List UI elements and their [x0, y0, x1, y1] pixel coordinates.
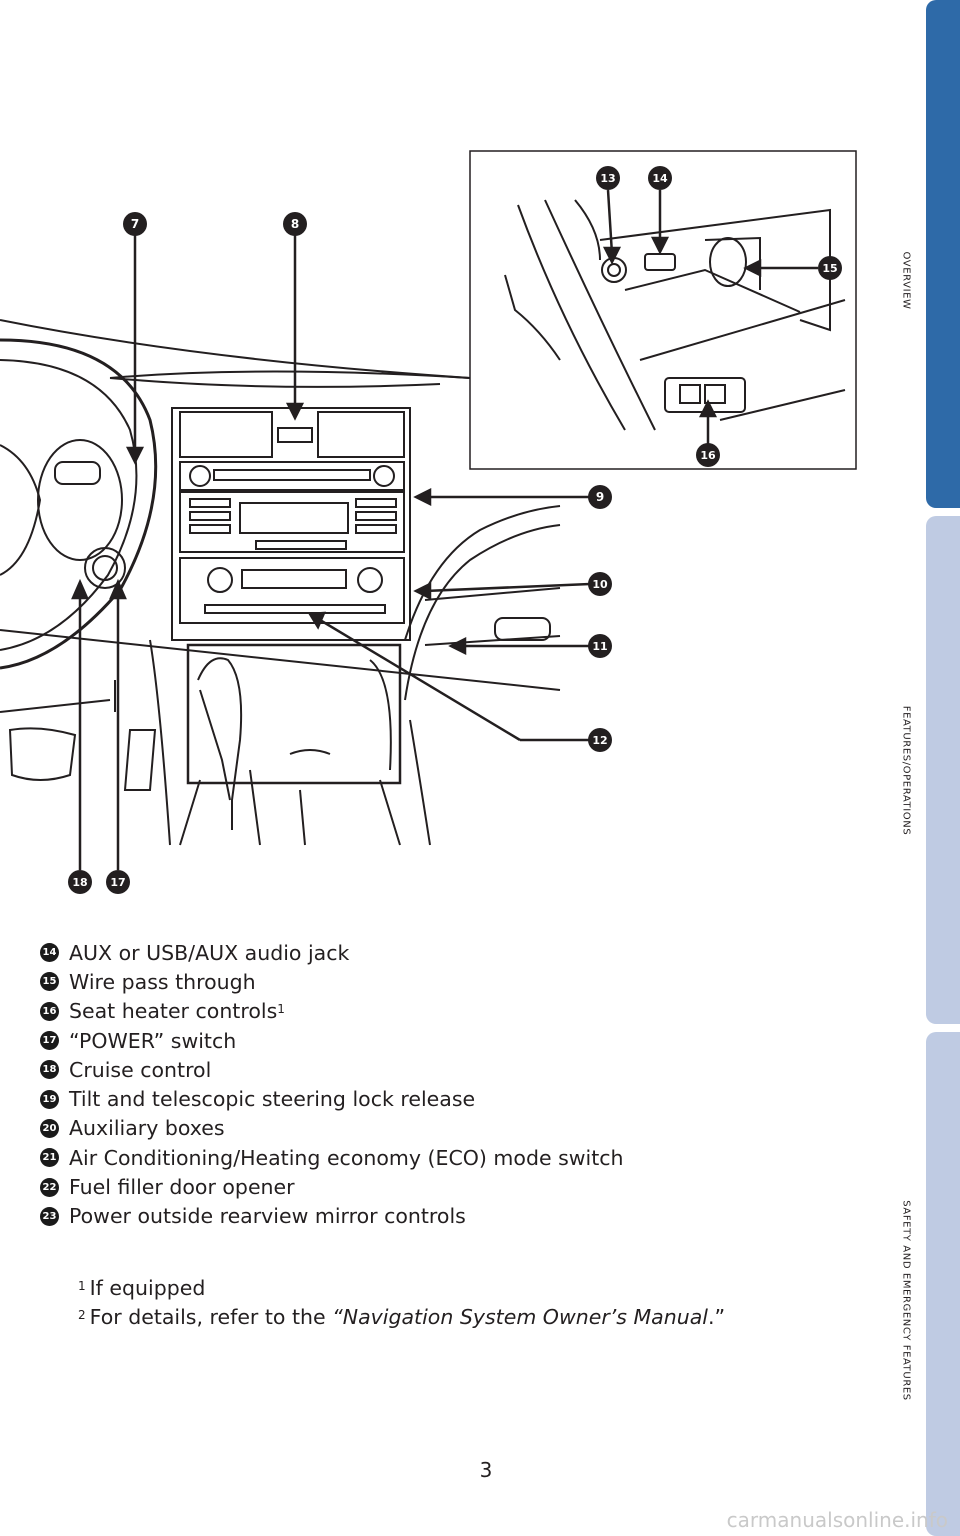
legend-text: Fuel filler door opener	[69, 1175, 295, 1200]
legend-text: Power outside rearview mirror controls	[69, 1204, 466, 1229]
list-item: 19 Tilt and telescopic steering lock rele…	[40, 1084, 860, 1113]
manual-title: “Navigation System Owner’s Manual	[332, 1305, 708, 1329]
legend-text: Auxiliary boxes	[69, 1116, 225, 1141]
legend-text: Tilt and telescopic steering lock releas…	[69, 1087, 476, 1112]
footnote-suffix: .”	[707, 1305, 726, 1329]
callout-number-badge: 20	[40, 1118, 59, 1138]
legend-text: Seat heater controls	[69, 999, 278, 1024]
callout-15: 15	[822, 262, 837, 275]
callout-number-badge: 18	[40, 1060, 59, 1080]
callout-14: 14	[652, 172, 668, 185]
callout-number-badge: 21	[40, 1148, 59, 1168]
tab-safety-emergency[interactable]	[926, 1032, 960, 1536]
list-item: 20 Auxiliary boxes	[40, 1114, 860, 1143]
callout-9: 9	[596, 490, 604, 504]
callout-markers: 7 8 9 10 11 12 13 14 15 16 17 18	[68, 166, 842, 894]
list-item: 15 Wire pass through	[40, 967, 860, 996]
legend-text: Air Conditioning/Heating economy (ECO) m…	[69, 1145, 624, 1170]
section-tabs	[926, 0, 960, 1536]
footnote-mark: 1	[78, 1279, 86, 1293]
tab-label-features-operations: FEATURES/OPERATIONS	[900, 705, 912, 835]
list-item: 21 Air Conditioning/Heating economy (ECO)…	[40, 1143, 860, 1172]
footnote-mark: 2	[78, 1308, 86, 1322]
dashboard-diagram: 7 8 9 10 11 12 13 14 15 16 17 18	[0, 150, 857, 894]
callout-number-badge: 22	[40, 1177, 59, 1197]
callout-16: 16	[700, 449, 716, 462]
legend-text: Cruise control	[69, 1057, 212, 1082]
tab-label-overview: OVERVIEW	[900, 250, 912, 310]
callout-8: 8	[291, 217, 299, 231]
callout-legend: 14 AUX or USB/AUX audio jack 15 Wire pass …	[40, 938, 860, 1231]
legend-text: “POWER” switch	[69, 1028, 237, 1053]
footnote-text: If equipped	[89, 1276, 206, 1300]
callout-number-badge: 14	[40, 943, 59, 963]
list-item: 22 Fuel filler door opener	[40, 1172, 860, 1201]
callout-number-badge: 16	[40, 1001, 59, 1021]
callout-number-badge: 15	[40, 972, 59, 992]
page-number: 3	[479, 1458, 493, 1482]
list-item: 14 AUX or USB/AUX audio jack	[40, 938, 860, 967]
callout-11: 11	[592, 640, 607, 653]
callout-10: 10	[592, 578, 608, 591]
watermark: carmanualsonline.info	[726, 1508, 948, 1532]
callout-number-badge: 23	[40, 1206, 59, 1226]
callout-number-badge: 17	[40, 1031, 59, 1051]
legend-text: AUX or USB/AUX audio jack	[69, 940, 350, 965]
callout-number-badge: 19	[40, 1089, 59, 1109]
legend-text: Wire pass through	[69, 969, 256, 994]
callout-18: 18	[72, 876, 87, 889]
callout-13: 13	[600, 172, 615, 185]
tab-overview[interactable]	[926, 0, 960, 508]
footnote-text: For details, refer to the	[89, 1305, 333, 1329]
callout-17: 17	[110, 876, 125, 889]
footnote-ref: 1	[277, 1002, 285, 1017]
callout-7: 7	[131, 217, 139, 231]
tab-label-safety-emergency: SAFETY AND EMERGENCY FEATURES	[900, 1199, 912, 1401]
list-item: 23 Power outside rearview mirror controls	[40, 1202, 860, 1231]
list-item: 18 Cruise control	[40, 1055, 860, 1084]
list-item: 17 “POWER” switch	[40, 1026, 860, 1055]
tab-features-operations[interactable]	[926, 516, 960, 1024]
callout-12: 12	[592, 734, 607, 747]
